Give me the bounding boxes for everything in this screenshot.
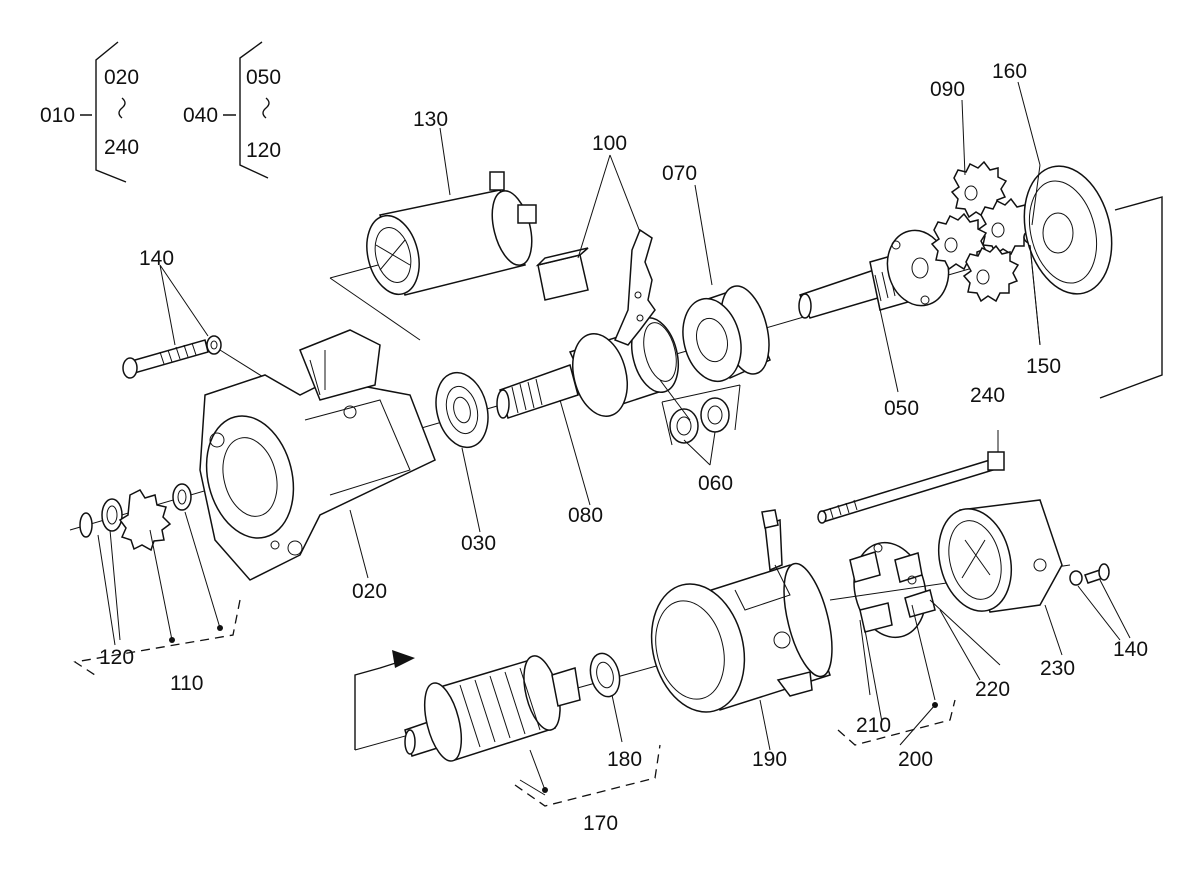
cover-part-160: [1023, 164, 1113, 346]
planet-carrier-part-050: [798, 229, 950, 319]
solenoid-part-130: [329, 171, 537, 341]
lever-key-part-100: [535, 228, 656, 346]
group-010-from: 020: [104, 66, 139, 89]
bearing-part-030: [435, 371, 489, 449]
assembly-arrow-line: [354, 659, 406, 750]
through-bolt-part-240: [817, 430, 1005, 524]
assembly-arrow-head: [392, 650, 415, 668]
label-140-upper: 140: [139, 247, 174, 270]
group-010-to: 240: [104, 136, 139, 159]
group-010-label: 010: [40, 104, 75, 127]
label-140-lower: 140: [1113, 638, 1148, 661]
clutch-part-070: [682, 285, 771, 383]
label-150: 150: [1026, 355, 1061, 378]
housing-part-020: [199, 329, 436, 581]
label-180: 180: [607, 748, 642, 771]
group-040-bracket: 040 050 120: [183, 41, 281, 179]
label-100: 100: [592, 132, 627, 155]
group-040-to: 120: [246, 139, 281, 162]
right-group-bracket: [1099, 196, 1163, 399]
label-220: 220: [975, 678, 1010, 701]
armature-part-170: [404, 655, 581, 796]
pinion-gear-part-110: [73, 483, 241, 676]
group-040-from: 050: [246, 66, 281, 89]
label-190: 190: [752, 748, 787, 771]
label-020: 020: [352, 580, 387, 603]
label-130: 130: [413, 108, 448, 131]
label-170: 170: [583, 812, 618, 835]
shaft-part-080: [496, 316, 679, 419]
label-230: 230: [1040, 657, 1075, 680]
label-120: 120: [99, 646, 134, 669]
label-200: 200: [898, 748, 933, 771]
washers-part-060: [659, 379, 741, 446]
part-labels: 130 100 070 090 160 140 150 050 240 060 …: [99, 60, 1148, 835]
leader-lines: [159, 81, 1063, 751]
label-210: 210: [856, 714, 891, 737]
label-160: 160: [992, 60, 1027, 83]
label-050: 050: [884, 397, 919, 420]
group-040-label: 040: [183, 104, 218, 127]
rear-cover-part-230: [938, 499, 1063, 613]
label-030: 030: [461, 532, 496, 555]
label-240: 240: [970, 384, 1005, 407]
brush-holder-part-200: [849, 541, 1001, 708]
label-110: 110: [170, 672, 203, 695]
planet-gears-part-090: [930, 160, 1035, 303]
group-010-bracket: 010 020 240: [40, 41, 139, 183]
label-060: 060: [698, 472, 733, 495]
bearing-part-180: [589, 652, 623, 743]
yoke-part-190: [650, 509, 833, 713]
screws-part-140: [1069, 563, 1131, 641]
bolt-part-140: [122, 335, 301, 401]
label-090: 090: [930, 78, 965, 101]
label-080: 080: [568, 504, 603, 527]
group-170-bracket: [514, 744, 661, 807]
label-070: 070: [662, 162, 697, 185]
